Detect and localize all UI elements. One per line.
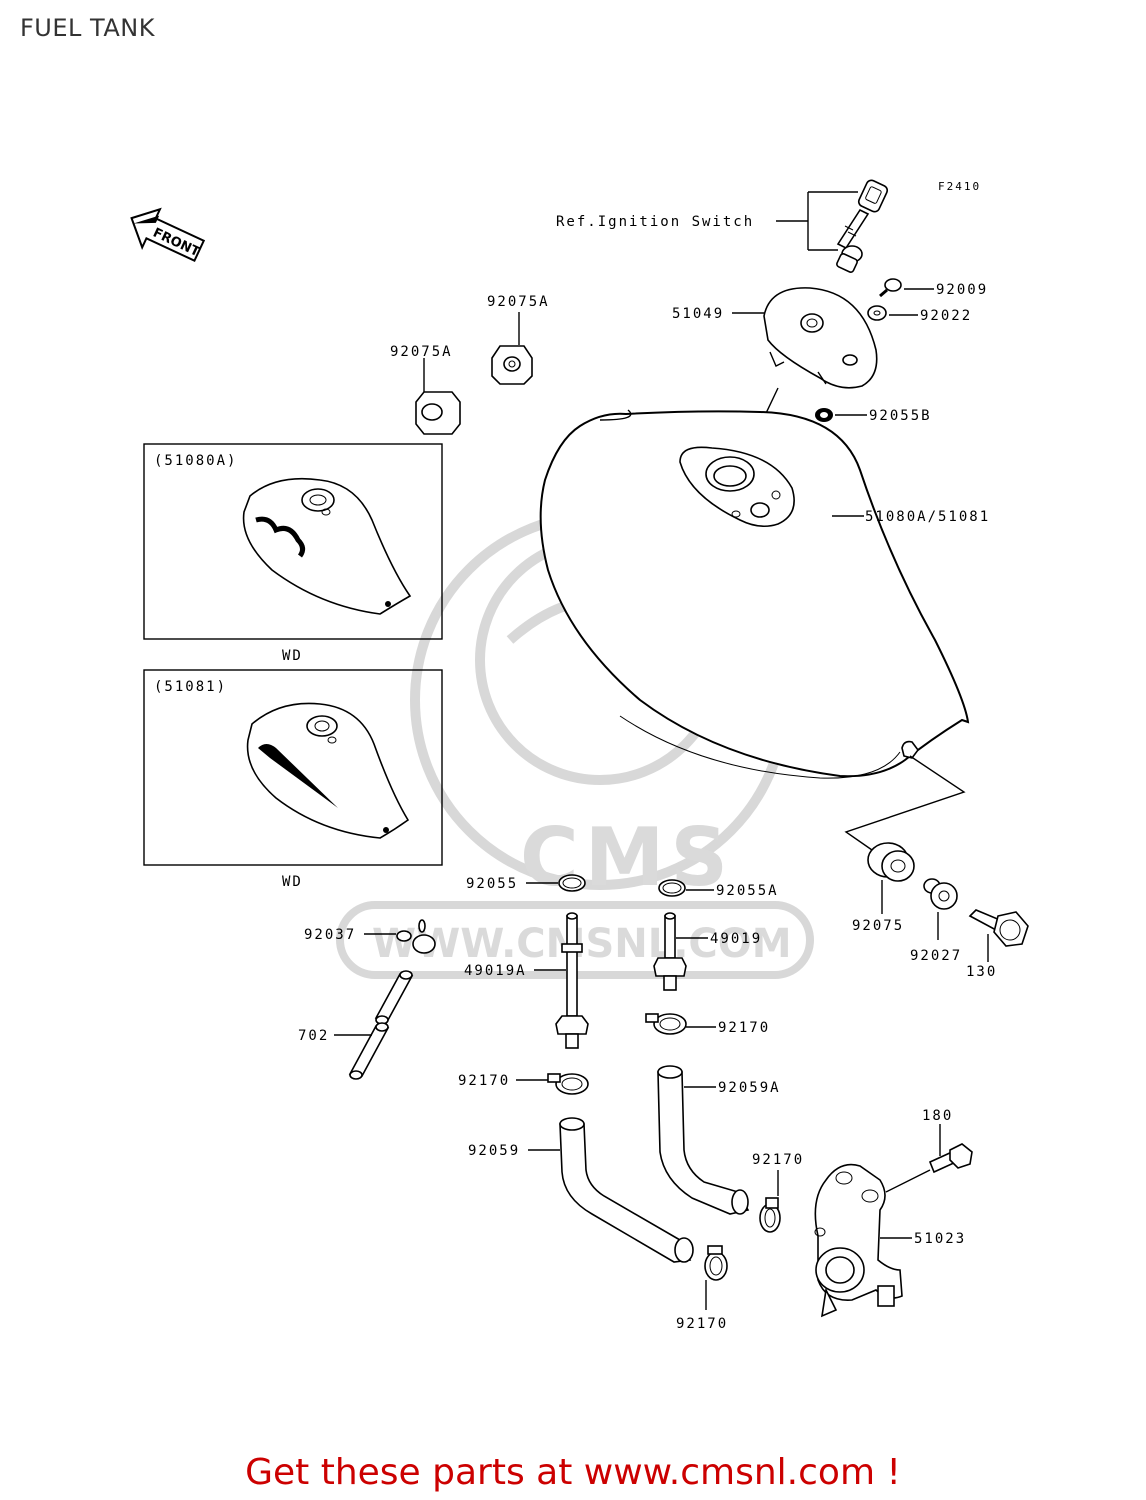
page-title: FUEL TANK: [20, 14, 155, 42]
figure-code: F2410: [938, 180, 981, 193]
hose-92059A-icon: [657, 1065, 750, 1215]
label-92170-b: 92170: [458, 1073, 510, 1089]
label-92009: 92009: [936, 282, 988, 298]
tube-702-icon: [348, 970, 414, 1080]
cmsnl-footer-link[interactable]: Get these parts at www.cmsnl.com !: [245, 1452, 901, 1493]
damper-92075A-top-icon: [491, 345, 533, 385]
screw-92009-icon: [879, 278, 902, 298]
watermark-logo: CMS: [520, 811, 734, 904]
label-51049: 51049: [672, 306, 724, 322]
label-49019A: 49019A: [464, 963, 527, 979]
label-ref-ignition-switch: Ref.Ignition Switch: [556, 214, 754, 230]
label-92075A-left: 92075A: [390, 344, 453, 360]
clamp-92170-d-icon: [704, 1245, 728, 1281]
label-92037: 92037: [304, 927, 356, 943]
bolt-130-icon: [968, 909, 1029, 947]
inset-tank-51080A-icon: [242, 477, 412, 615]
collar-92027-icon: [923, 878, 958, 910]
front-arrow: FRONT: [130, 207, 206, 263]
label-180: 180: [922, 1108, 953, 1124]
cap-cover-51049-icon: [763, 287, 878, 389]
inset-51081-code: (51081): [154, 679, 227, 695]
label-92075A-top: 92075A: [487, 294, 550, 310]
label-49019: 49019: [710, 931, 762, 947]
fuel-tank-icon: [539, 409, 970, 779]
inset-51080A: (51080A) WD: [143, 443, 443, 664]
label-92170-a: 92170: [718, 1020, 770, 1036]
clip-92037-icon: [396, 919, 436, 954]
inset-51081: (51081) WD: [143, 669, 443, 890]
label-51023: 51023: [914, 1231, 966, 1247]
grommet-92075-icon: [867, 842, 915, 882]
clamp-92170-a-icon: [645, 1013, 687, 1035]
label-702: 702: [298, 1028, 329, 1044]
inset-tank-51081-icon: [246, 702, 410, 839]
inset-51080A-caption: WD: [282, 648, 303, 664]
o-ring-92055A-icon: [658, 879, 686, 897]
petcock-51023-icon: [814, 1163, 903, 1318]
o-ring-92055-icon: [558, 874, 586, 892]
washer-92022-icon: [867, 305, 887, 321]
pipe-49019A-icon: [555, 912, 589, 1049]
clamp-92170-b-icon: [547, 1073, 589, 1095]
label-130: 130: [966, 964, 997, 980]
label-92170-d: 92170: [676, 1316, 728, 1332]
hose-92059-icon: [559, 1117, 694, 1263]
label-92055: 92055: [466, 876, 518, 892]
ignition-plug-icon: [836, 245, 863, 273]
bolt-180-icon: [928, 1143, 973, 1174]
label-92022: 92022: [920, 308, 972, 324]
label-51080A-51081: 51080A/51081: [865, 509, 990, 525]
ignition-key-icon: [836, 179, 889, 250]
clamp-92170-c-icon: [759, 1197, 781, 1233]
o-ring-92055B-icon: [815, 408, 833, 422]
label-92170-c: 92170: [752, 1152, 804, 1168]
pipe-49019-icon: [653, 912, 687, 991]
damper-92075A-left-icon: [415, 391, 461, 435]
label-92059A: 92059A: [718, 1080, 781, 1096]
label-92075: 92075: [852, 918, 904, 934]
label-92055A: 92055A: [716, 883, 779, 899]
label-92055B: 92055B: [869, 408, 932, 424]
label-92027: 92027: [910, 948, 962, 964]
label-92059: 92059: [468, 1143, 520, 1159]
inset-51080A-code: (51080A): [154, 453, 237, 469]
inset-51081-caption: WD: [282, 874, 303, 890]
